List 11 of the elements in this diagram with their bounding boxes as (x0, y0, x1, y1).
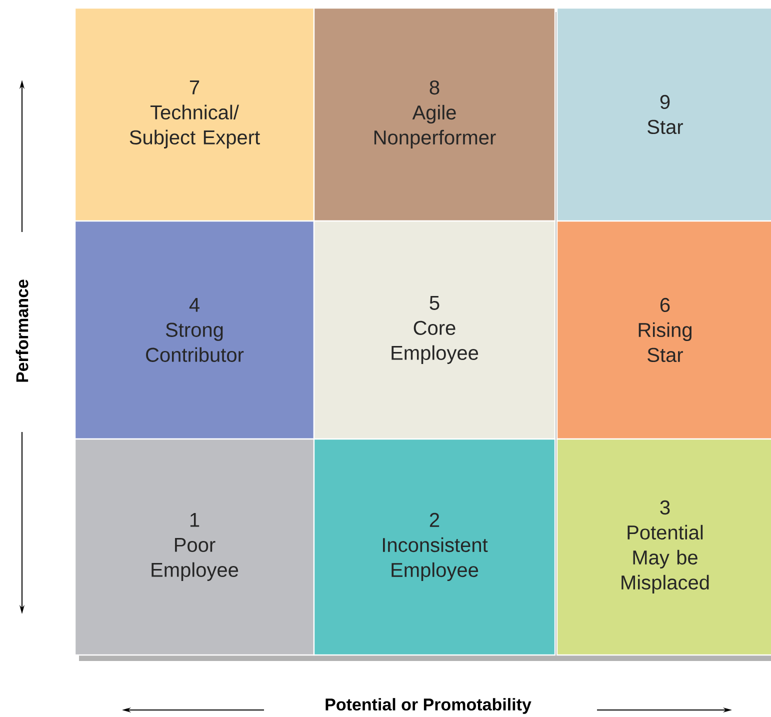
matrix-cell: 5 Core Employee (313, 220, 556, 440)
matrix-cell: 6 Rising Star (556, 220, 771, 440)
axis-label: Potential or Promotability (326, 698, 532, 714)
matrix-cell: 1 Poor Employee (74, 438, 315, 656)
matrix-cell: 9 Star (556, 7, 771, 222)
axis-label: Performance (16, 280, 28, 382)
matrix-cell: 3 Potential May be Misplaced (556, 438, 771, 656)
matrix-cell: 4 Strong Contributor (74, 220, 315, 440)
matrix-cell: 8 Agile Nonperformer (313, 7, 556, 222)
matrix-cell: 7 Technical/ Subject Expert (74, 7, 315, 222)
matrix-cell: 2 Inconsistent Employee (313, 438, 556, 656)
